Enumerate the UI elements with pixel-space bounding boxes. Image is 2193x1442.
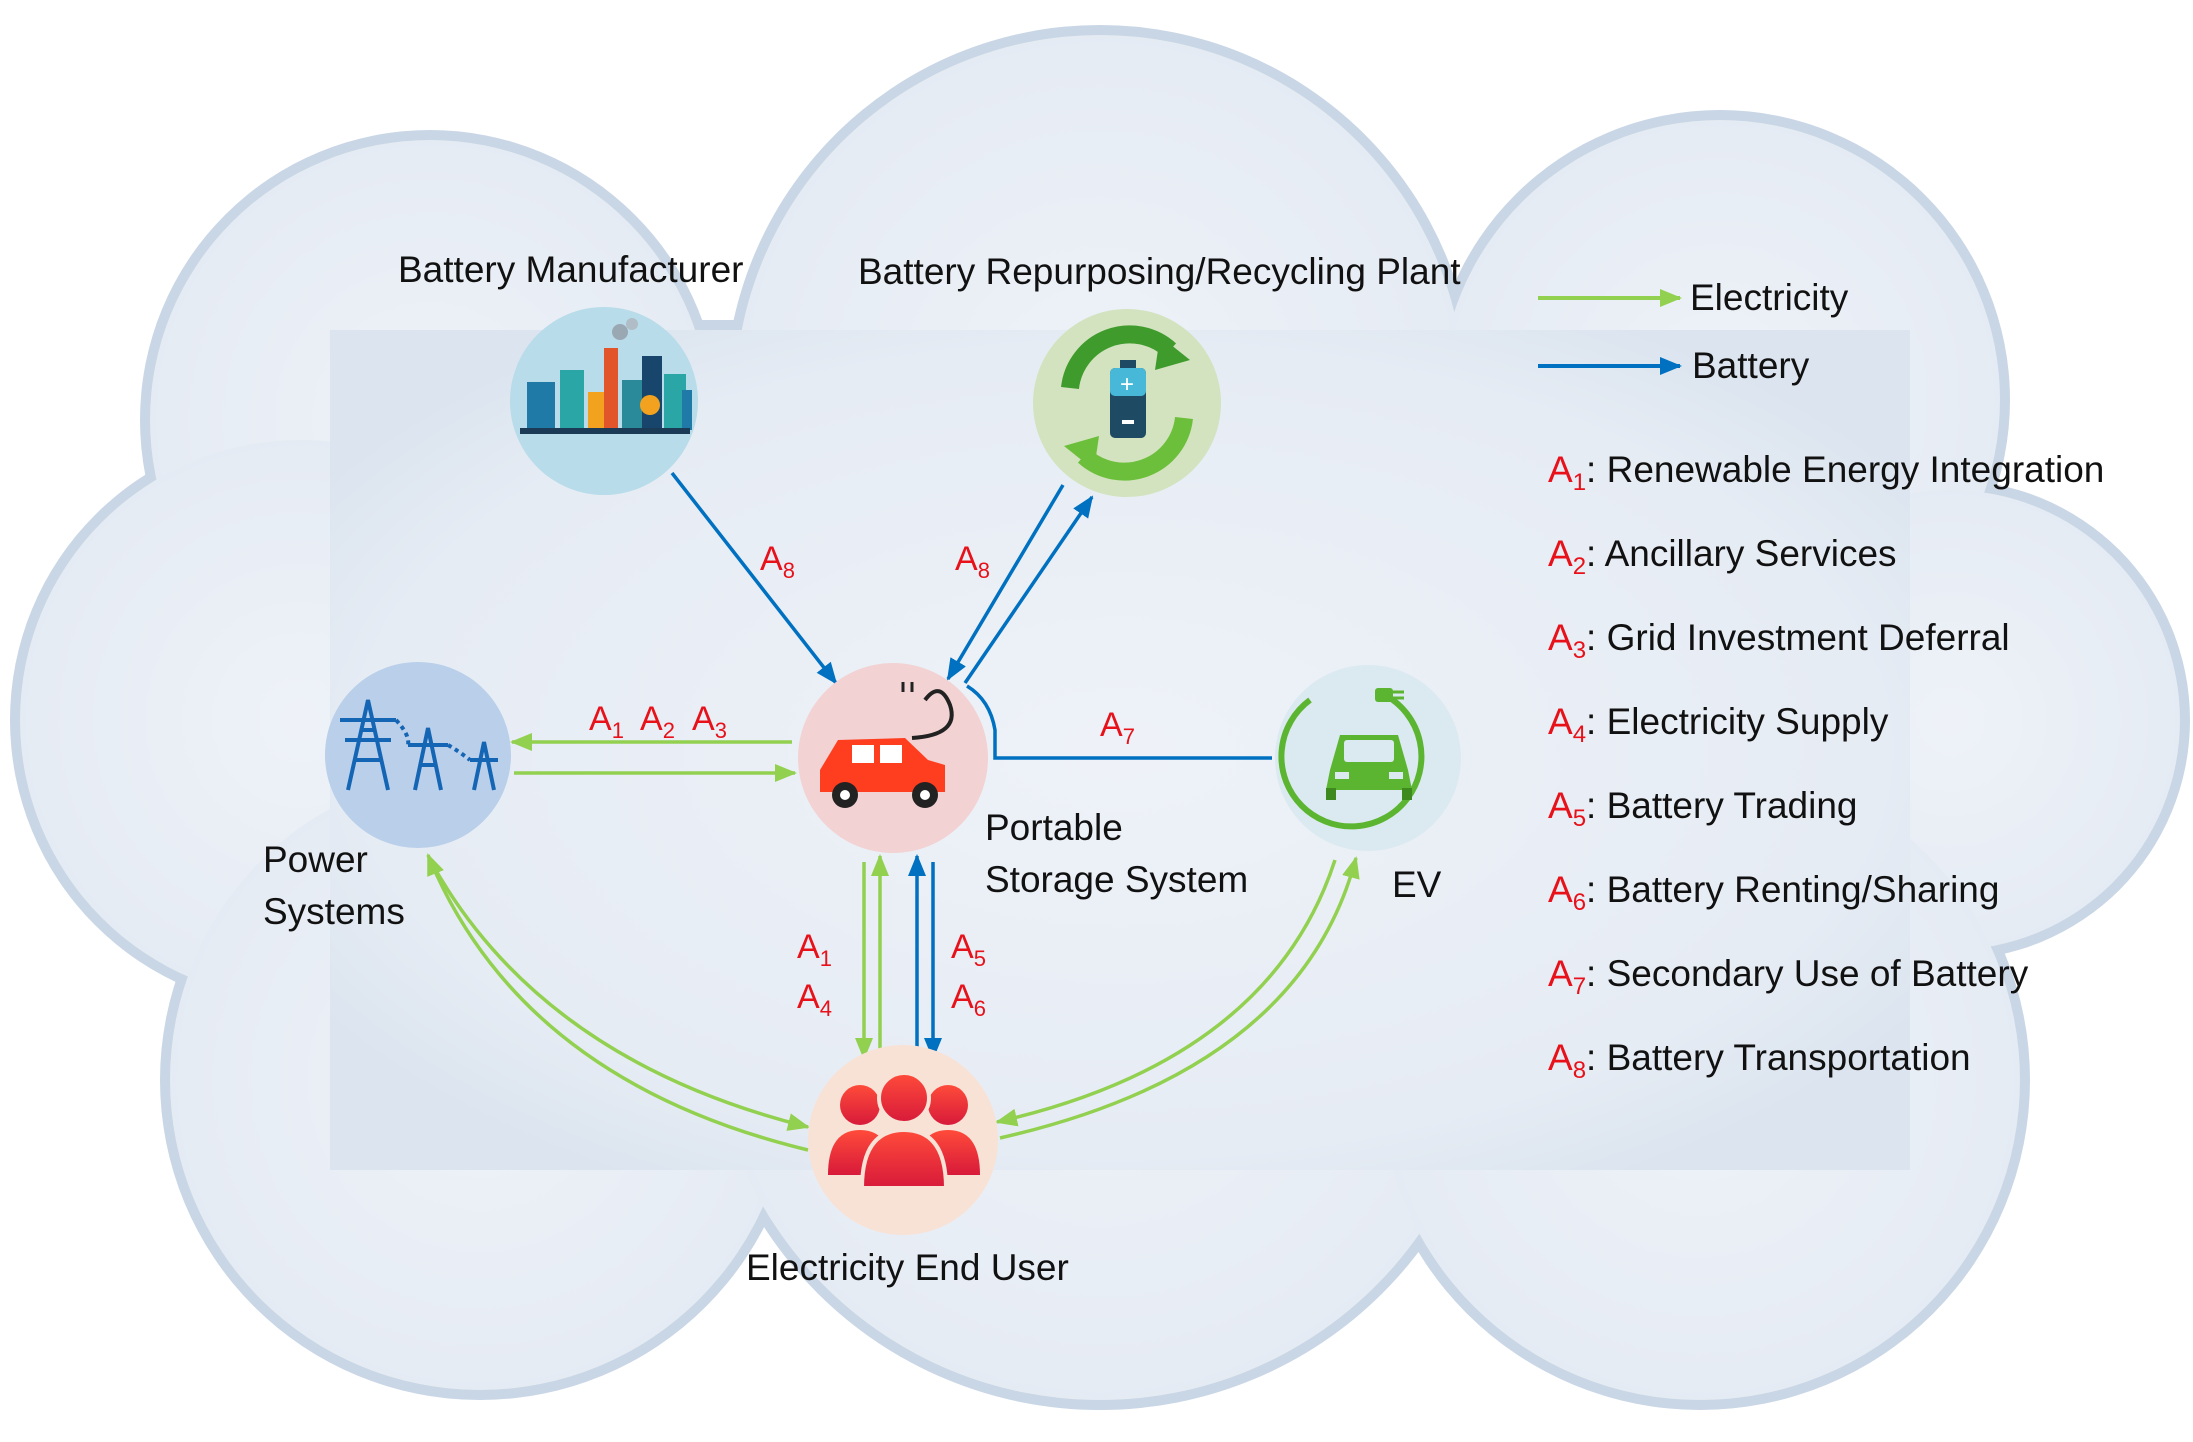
transmission-tower-icon bbox=[340, 699, 498, 791]
edge-portable-to-ev bbox=[966, 684, 1272, 760]
edge-recycling-to-portable bbox=[946, 484, 1065, 681]
ev-charging-icon bbox=[1278, 688, 1425, 830]
svg-text:+: + bbox=[1120, 371, 1134, 398]
legend-item-a2: A2: Ancillary Services bbox=[1548, 533, 1897, 580]
label-a5-enduser: A5 bbox=[951, 928, 986, 971]
label-ev: EV bbox=[1392, 864, 1442, 905]
edge-manufacturer-to-portable bbox=[670, 471, 838, 685]
label-a1-enduser: A1 bbox=[797, 928, 832, 971]
car-plug-icon bbox=[820, 682, 954, 808]
connections bbox=[426, 471, 1360, 1152]
legend-item-a7: A7: Secondary Use of Battery bbox=[1548, 953, 2029, 1000]
node-battery-manufacturer bbox=[510, 307, 698, 495]
legend-item-a6: A6: Battery Renting/Sharing bbox=[1548, 869, 1999, 916]
legend-item-a8: A8: Battery Transportation bbox=[1548, 1037, 1971, 1084]
label-a1-power: A1 bbox=[589, 700, 624, 743]
legend-item-a4: A4: Electricity Supply bbox=[1548, 701, 1889, 748]
label-portable-line2: Storage System bbox=[985, 859, 1248, 900]
label-a8-manufacturer: A8 bbox=[760, 540, 795, 583]
label-portable-line1: Portable bbox=[985, 807, 1123, 848]
legend-battery-label: Battery bbox=[1692, 345, 1810, 386]
edge-power-to-enduser bbox=[428, 859, 810, 1131]
edge-ev-to-enduser bbox=[995, 859, 1337, 1127]
label-a8-recycling: A8 bbox=[955, 540, 990, 583]
label-power-line1: Power bbox=[263, 839, 368, 880]
node-power-systems bbox=[325, 662, 511, 848]
label-a3-power: A3 bbox=[692, 700, 727, 743]
recycle-battery-icon: + bbox=[1061, 325, 1193, 481]
label-power-line2: Systems bbox=[263, 891, 405, 932]
legend-electricity-label: Electricity bbox=[1690, 277, 1849, 318]
label-battery-manufacturer: Battery Manufacturer bbox=[398, 249, 743, 290]
legend-item-a5: A5: Battery Trading bbox=[1548, 785, 1858, 832]
label-a4-enduser: A4 bbox=[797, 978, 832, 1021]
label-a6-enduser: A6 bbox=[951, 978, 986, 1021]
node-portable-storage bbox=[798, 663, 988, 853]
edge-enduser-to-power bbox=[426, 853, 809, 1152]
legend-item-a3: A3: Grid Investment Deferral bbox=[1548, 617, 2010, 664]
node-ev bbox=[1275, 665, 1461, 851]
label-a7-ev: A7 bbox=[1100, 706, 1135, 749]
node-recycling-plant: + bbox=[1033, 309, 1221, 497]
edge-enduser-to-ev bbox=[999, 856, 1360, 1140]
node-end-user bbox=[808, 1045, 998, 1235]
users-icon bbox=[828, 1071, 980, 1190]
label-end-user: Electricity End User bbox=[746, 1247, 1069, 1288]
label-a2-power: A2 bbox=[640, 700, 675, 743]
edge-labels: A8 A8 A1 A2 A3 A7 A1 A4 A5 A6 bbox=[589, 540, 1135, 1021]
edge-portable-to-recycling bbox=[963, 495, 1094, 684]
label-recycling-plant: Battery Repurposing/Recycling Plant bbox=[858, 251, 1461, 292]
factory-icon bbox=[520, 318, 692, 434]
legend-item-a1: A1: Renewable Energy Integration bbox=[1548, 449, 2104, 496]
legend: Electricity Battery A1: Renewable Energy… bbox=[1538, 277, 2104, 1084]
